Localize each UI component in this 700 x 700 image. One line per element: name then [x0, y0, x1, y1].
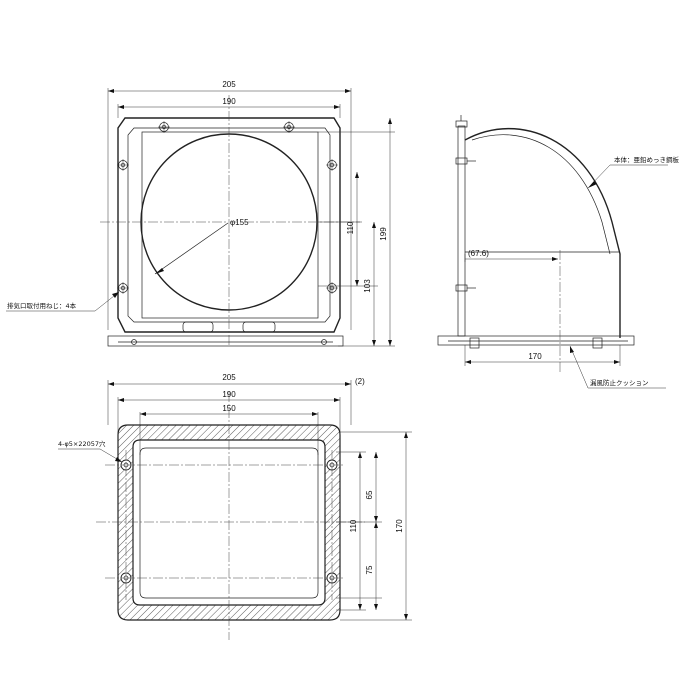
side-view: (67.6) 170 本体：亜鉛めっき鋼板 漏風防止クッション	[437, 115, 680, 389]
side-base-plate	[437, 335, 635, 346]
front-dim-199: 199	[379, 227, 388, 241]
bottom-dim-75: 75	[365, 565, 374, 574]
bottom-dim-205: 205	[222, 373, 236, 382]
bottom-dim-65: 65	[365, 490, 374, 499]
front-screw-hole	[158, 121, 170, 133]
side-dim-offset: (67.6)	[468, 249, 489, 258]
front-dim-103: 103	[363, 279, 372, 293]
bottom-dim-110: 110	[349, 519, 358, 532]
front-screw-hole	[326, 159, 338, 171]
side-dim-170: 170	[528, 352, 542, 361]
bottom-dim-190: 190	[222, 390, 236, 399]
front-dim-205: 205	[222, 80, 236, 89]
front-view: 205 190 φ155	[6, 80, 395, 347]
front-base-plate	[107, 335, 344, 347]
body-material-note: 本体：亜鉛めっき鋼板	[614, 155, 680, 164]
bottom-cushion-frame	[117, 424, 341, 621]
front-mounting-plate	[117, 117, 341, 333]
bottom-view: (2) 205 190 150	[58, 373, 412, 640]
cushion-note: 漏風防止クッション	[590, 378, 649, 387]
side-back-plate	[457, 125, 466, 337]
front-dim-diameter: φ155	[230, 218, 249, 227]
hole-note: 4-φ5×22057穴	[58, 439, 106, 448]
front-screw-hole	[326, 282, 338, 294]
side-bolt	[455, 115, 468, 128]
side-hood-profile	[464, 127, 621, 338]
bottom-view-label: (2)	[355, 377, 365, 386]
front-dim-110: 110	[346, 221, 355, 234]
front-dim-190: 190	[222, 97, 236, 106]
screw-note: 排気口取付用ねじ：4本	[7, 301, 77, 310]
side-bolt	[455, 157, 476, 165]
front-screw-hole	[283, 121, 295, 133]
bottom-dim-150: 150	[222, 404, 236, 413]
bottom-dim-170: 170	[395, 519, 404, 533]
front-screw-hole	[117, 159, 129, 171]
side-bolt	[455, 284, 476, 292]
front-screw-hole	[117, 282, 129, 294]
